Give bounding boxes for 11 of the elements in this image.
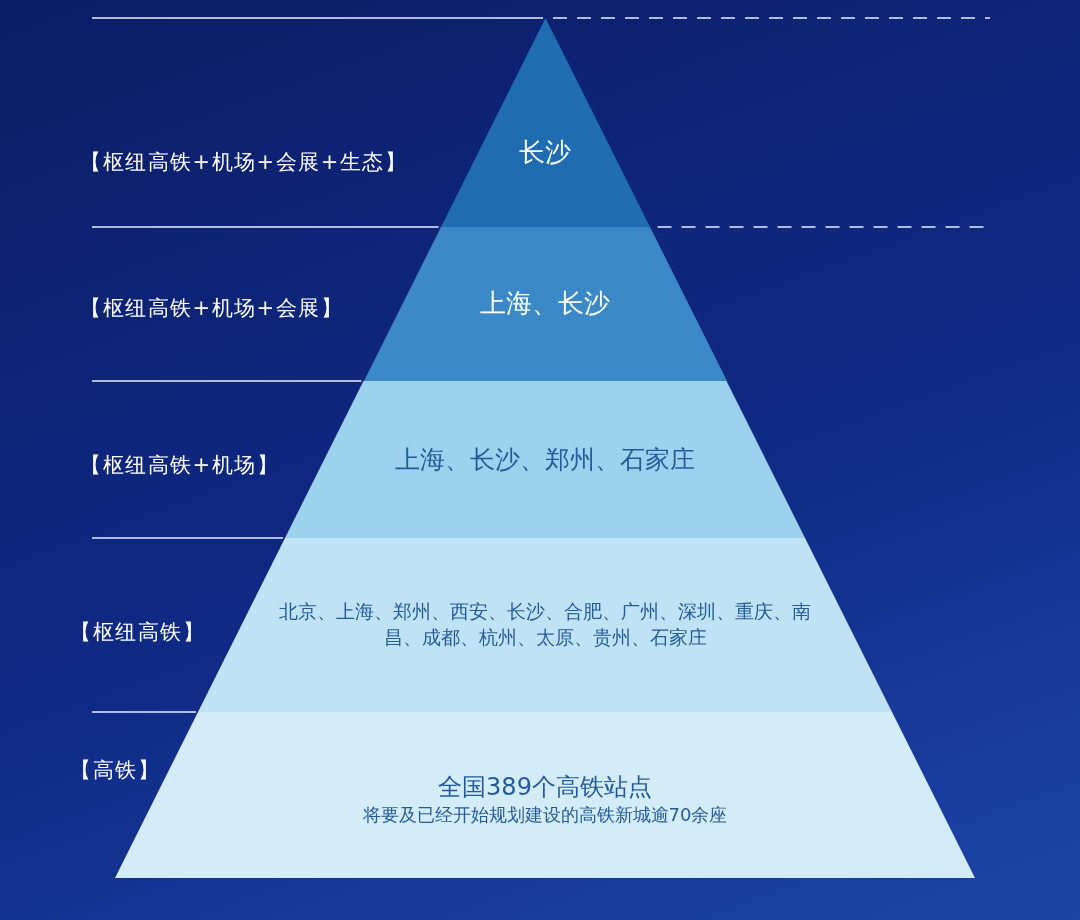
tier-label: 【枢纽高铁+机场+会展+生态】 — [80, 149, 408, 176]
tier-label: 【枢纽高铁+机场+会展】 — [80, 295, 344, 322]
tier-text: 北京、上海、郑州、西安、长沙、合肥、广州、深圳、重庆、南昌、成都、杭州、太原、贵州、石家庄 — [278, 599, 812, 650]
tier-text: 长沙 — [519, 135, 571, 169]
tier-label: 【枢纽高铁】 — [70, 619, 205, 646]
tier-label: 【高铁】 — [70, 757, 160, 784]
tier-text: 上海、长沙 — [480, 287, 610, 321]
tier-text: 全国389个高铁站点 — [438, 771, 652, 803]
tier-label: 【枢纽高铁+机场】 — [80, 452, 280, 479]
tier-text: 上海、长沙、郑州、石家庄 — [395, 443, 695, 476]
tier-subtext: 将要及已经开始规划建设的高铁新城逾70余座 — [362, 803, 728, 828]
